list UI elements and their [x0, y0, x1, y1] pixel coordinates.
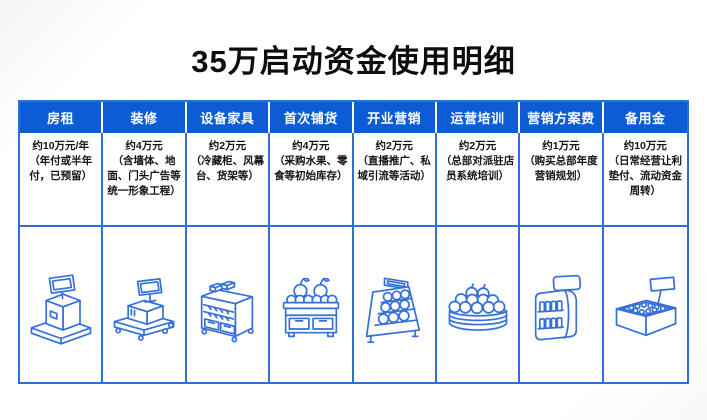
amount-text: 约4万元: [125, 140, 163, 152]
desc-opening-marketing: 约2万元 （直播推广、私域引流等活动）: [354, 133, 437, 225]
amount-text: 约4万元: [292, 140, 330, 152]
table-description-row: 约10万元/年 （年付或半年付，已预留） 约4万元 （含墙体、地面、门头广告等统…: [20, 133, 687, 225]
header-opening-marketing: 开业营销: [353, 102, 437, 133]
display-shelf-icon: [201, 280, 255, 343]
icon-cell-initial-stock: [270, 227, 354, 382]
desc-initial-stock: 约4万元 （采购水果、零食等初始库存）: [270, 133, 354, 225]
note-text: （总部对派驻店员系统培训）: [440, 154, 515, 182]
beverage-cooler-icon: [534, 274, 581, 340]
desc-renovation: 约4万元 （含墙体、地面、门头广告等统一形象工程）: [103, 133, 187, 225]
desc-marketing-plan-fee: 约1万元 （购买总部年度营销规划）: [520, 133, 604, 225]
cashier-kiosk-icon: [30, 273, 92, 345]
amount-text: 约10万元: [623, 140, 667, 152]
fruit-basket-icon: [448, 282, 507, 331]
page-title: 35万启动资金使用明细: [191, 44, 516, 79]
header-reserve-fund: 备用金: [603, 102, 687, 133]
header-renovation: 装修: [103, 102, 187, 133]
desc-equipment: 约2万元 （冷藏柜、风幕台、货架等）: [187, 133, 271, 225]
note-text: （购买总部年度营销规划）: [524, 154, 598, 182]
desc-reserve-fund: 约10万元 （日常经营让利垫付、流动资金周转）: [604, 133, 687, 225]
desc-operation-training: 约2万元 （总部对派驻店员系统培训）: [437, 133, 521, 225]
pos-terminal-icon: [113, 277, 175, 341]
amount-text: 约2万元: [458, 140, 497, 152]
fund-breakdown-table: 房租 装修 设备家具 首次铺货 开业营销 运营培训 营销方案费 备用金 约10万…: [18, 100, 689, 384]
header-marketing-plan-fee: 营销方案费: [520, 102, 604, 133]
note-text: （年付或半年付，已预留）: [29, 154, 93, 182]
header-initial-stock: 首次铺货: [270, 102, 354, 133]
desc-rent: 约10万元/年 （年付或半年付，已预留）: [20, 133, 104, 225]
note-text: （采购水果、零食等初始库存）: [274, 154, 348, 182]
header-equipment: 设备家具: [186, 102, 271, 133]
icon-cell-opening-marketing: [354, 227, 437, 382]
promo-bin-icon: [615, 275, 677, 336]
header-rent: 房租: [20, 102, 104, 133]
amount-text: 约10万元/年: [32, 140, 89, 152]
header-operation-training: 运营培训: [436, 102, 521, 133]
table-icon-row: [20, 225, 687, 382]
icon-cell-rent: [20, 227, 104, 382]
table-header-row: 房租 装修 设备家具 首次铺货 开业营销 运营培训 营销方案费 备用金: [20, 102, 687, 133]
amount-text: 约1万元: [542, 140, 580, 152]
note-text: （直播推广、私域引流等活动）: [357, 154, 431, 182]
icon-cell-renovation: [103, 227, 187, 382]
amount-text: 约2万元: [208, 140, 247, 152]
icon-cell-equipment: [187, 227, 271, 382]
icon-cell-reserve-fund: [604, 227, 687, 382]
icon-cell-operation-training: [437, 227, 521, 382]
fruit-counter-icon: [282, 277, 340, 337]
note-text: （含墙体、地面、门头广告等统一形象工程）: [107, 154, 181, 197]
note-text: （日常经营让利垫付、流动资金周转）: [608, 154, 683, 197]
note-text: （冷藏柜、风幕台、货架等）: [190, 154, 265, 182]
icon-cell-marketing-plan-fee: [520, 227, 604, 382]
tiered-rack-icon: [365, 276, 421, 343]
amount-text: 约2万元: [375, 140, 413, 152]
